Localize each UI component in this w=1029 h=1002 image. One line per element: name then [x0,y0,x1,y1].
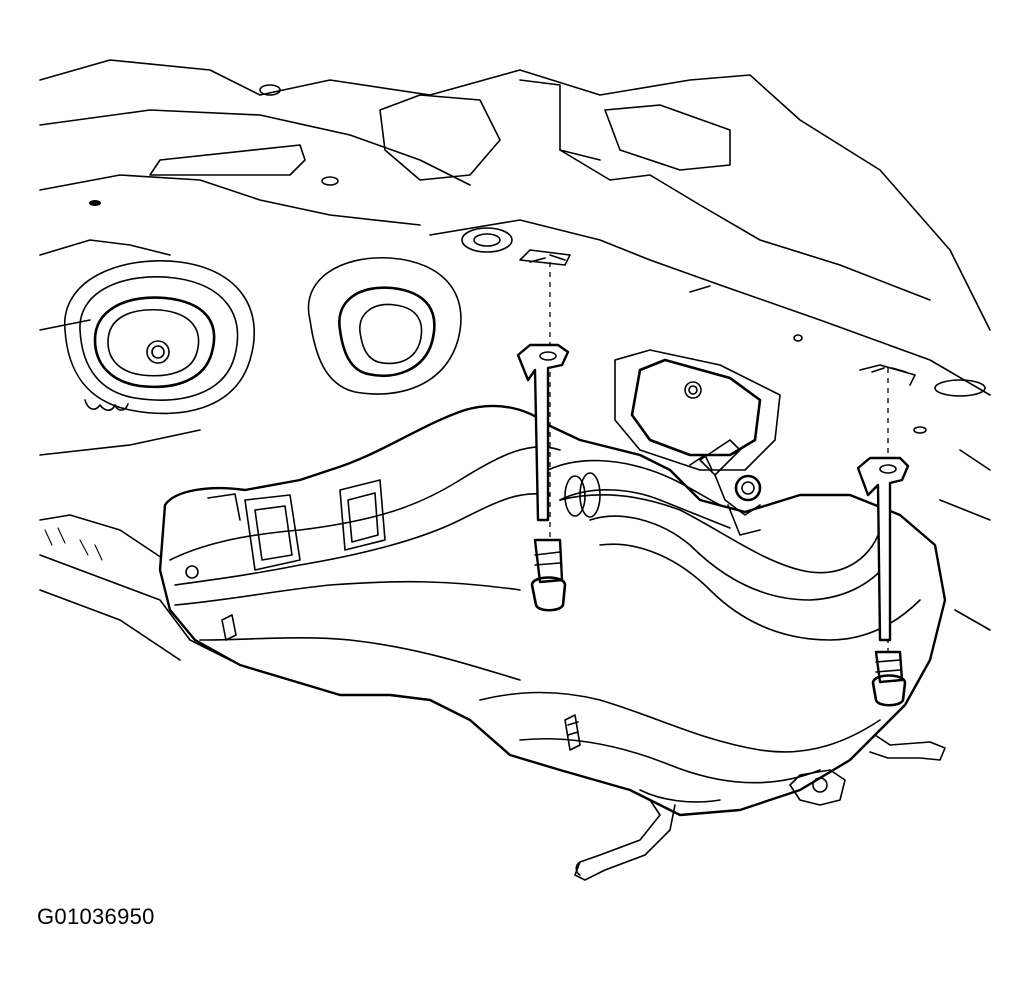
figure-id-label: G01036950 [37,904,155,929]
right-strap-bolt [856,367,910,707]
right-floor-pocket [614,349,781,471]
left-strap-bolt [516,254,570,612]
center-floor-recess [307,257,462,395]
left-floor-recess [64,260,255,415]
tank-support-brackets [574,734,946,881]
